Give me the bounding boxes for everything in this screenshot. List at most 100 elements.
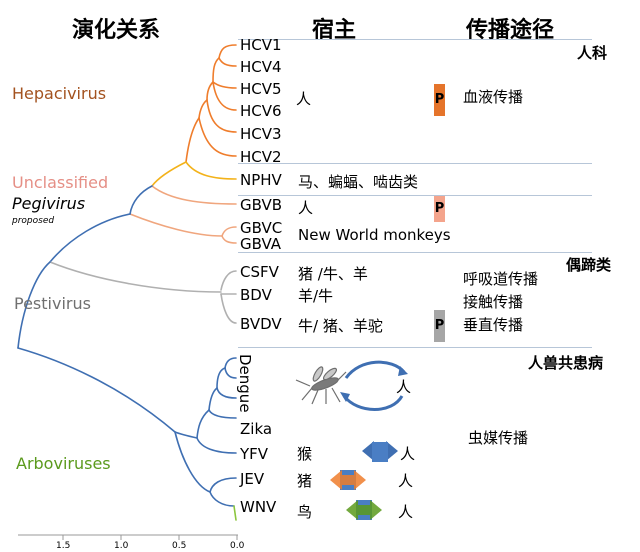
- header-transmission: 传播途径: [466, 18, 555, 43]
- branch-hcv5: [212, 81, 237, 89]
- branch-root-lower: [17, 347, 176, 433]
- host-yfv-a: 猴: [297, 445, 313, 463]
- leaf-csfv: CSFV: [240, 263, 279, 281]
- category-human: 人科: [577, 44, 608, 62]
- branch-hcv-mid: [198, 99, 208, 119]
- transmission-vertical: 垂直传播: [463, 316, 524, 334]
- branch-wnv-tip: [233, 505, 237, 521]
- branch-csfv: [220, 270, 237, 291]
- branch-hcv6: [212, 81, 237, 111]
- branch-hcv4: [218, 57, 237, 67]
- branch-jev: [209, 477, 237, 493]
- leaf-gbvc: GBVC: [240, 219, 283, 237]
- host-nphv: 马、蝙蝠、啮齿类: [298, 173, 419, 191]
- host-jev-b: 人: [398, 472, 414, 490]
- host-hcv: 人: [296, 90, 312, 108]
- host-gbvca: New World monkeys: [298, 226, 451, 244]
- branch-dengue-4: [216, 387, 237, 399]
- host-gbvb: 人: [298, 199, 314, 217]
- branch-gbvca: [129, 213, 223, 237]
- branch-dengue-2: [224, 367, 237, 379]
- branch-gbvb: [151, 185, 237, 205]
- branch-hep-root: [151, 161, 187, 187]
- branch-nphv: [185, 161, 237, 180]
- leaf-bvdv: BVDV: [240, 315, 282, 333]
- group-pestivirus: Pestivirus: [14, 294, 91, 313]
- branch-hcv1: [218, 44, 237, 59]
- leaf-gbvb: GBVB: [240, 196, 283, 214]
- branch-pesti: [49, 261, 222, 293]
- branch-hcv-inner: [206, 81, 214, 101]
- branch-hcv2: [198, 117, 237, 157]
- leaf-hcv6: HCV6: [240, 102, 282, 120]
- branch-dengue-5: [208, 387, 218, 411]
- branch-dzy-root: [174, 431, 198, 439]
- branch-bvdv: [220, 293, 237, 324]
- category-ungulates: 偶蹄类: [566, 256, 612, 274]
- cycle-arrowhead-bottom: [340, 392, 350, 402]
- branch-pegi-join: [129, 185, 153, 215]
- leaf-hcv5: HCV5: [240, 80, 282, 98]
- host-jev-a: 猪: [297, 472, 313, 490]
- leaf-nphv: NPHV: [240, 171, 282, 189]
- axis-label-00: 0.0: [230, 541, 245, 551]
- group-arboviruses: Arboviruses: [16, 454, 111, 473]
- category-zoonosis: 人兽共患病: [528, 354, 604, 372]
- leaf-hcv3: HCV3: [240, 125, 282, 143]
- leaf-wnv: WNV: [240, 498, 277, 516]
- wnv-arrows-icon: [346, 500, 382, 520]
- separator-header: [238, 39, 592, 40]
- host-bvdv: 牛/ 猪、羊驼: [298, 317, 383, 335]
- branch-jw-root: [174, 431, 211, 493]
- cycle-arrowhead-top: [398, 366, 408, 376]
- transmission-respiratory: 呼吸道传播: [463, 270, 539, 288]
- branch-wnv: [209, 491, 235, 507]
- leaf-gbva: GBVA: [240, 235, 282, 253]
- branch-dz-root: [196, 409, 210, 439]
- axis-label-15: 1.5: [56, 541, 71, 551]
- leaf-hcv4: HCV4: [240, 58, 282, 76]
- transmission-contact: 接触传播: [463, 293, 524, 311]
- branch-yfv: [196, 437, 237, 454]
- branch-zika: [208, 409, 237, 419]
- mosquito-icon: [295, 366, 347, 405]
- branch-dengue-1: [224, 357, 237, 369]
- leaf-yfv: YFV: [240, 445, 269, 463]
- branch-hcv3: [206, 99, 237, 133]
- branch-gbvc: [221, 226, 237, 237]
- cycle-arrow-bottom: [342, 394, 404, 411]
- branch-flavi-upper: [49, 213, 131, 263]
- transmission-blood: 血液传播: [463, 88, 524, 106]
- separator-hcv: [238, 163, 592, 164]
- group-proposed: proposed: [12, 216, 55, 226]
- host-yfv-b: 人: [400, 445, 416, 463]
- host-wnv-a: 鸟: [297, 503, 313, 521]
- leaf-zika: Zika: [240, 420, 273, 438]
- leaf-hcv2: HCV2: [240, 148, 282, 166]
- host-bdv: 羊/牛: [298, 287, 334, 305]
- separator-gbv: [238, 252, 592, 253]
- group-hepacivirus: Hepacivirus: [12, 84, 107, 103]
- leaf-bdv: BDV: [240, 286, 272, 304]
- marker-p-hcv: P: [434, 84, 445, 116]
- branch-hcv4-join: [212, 57, 220, 83]
- marker-p-bvdv: P: [434, 310, 445, 342]
- host-wnv-b: 人: [398, 503, 414, 521]
- branch-gbva: [221, 235, 237, 244]
- group-pegivirus: Pegivirus: [12, 194, 86, 213]
- yfv-arrows-icon: [362, 441, 398, 462]
- marker-p-gbvb: P: [434, 196, 445, 222]
- axis-label-10: 1.0: [114, 541, 129, 551]
- header-evolution: 演化关系: [72, 18, 161, 43]
- group-unclassified: Unclassified: [12, 173, 109, 192]
- separator-nphv: [238, 195, 592, 196]
- host-mosquito-human: 人: [396, 378, 412, 396]
- mosquito-cycle-group: [295, 360, 408, 411]
- branch-dengue-3: [216, 367, 226, 389]
- jev-arrows-icon: [330, 470, 366, 490]
- header-host: 宿主: [312, 18, 357, 43]
- transmission-vector: 虫媒传播: [468, 429, 529, 447]
- separator-pesti: [238, 347, 592, 348]
- branch-hcv-root: [185, 117, 200, 163]
